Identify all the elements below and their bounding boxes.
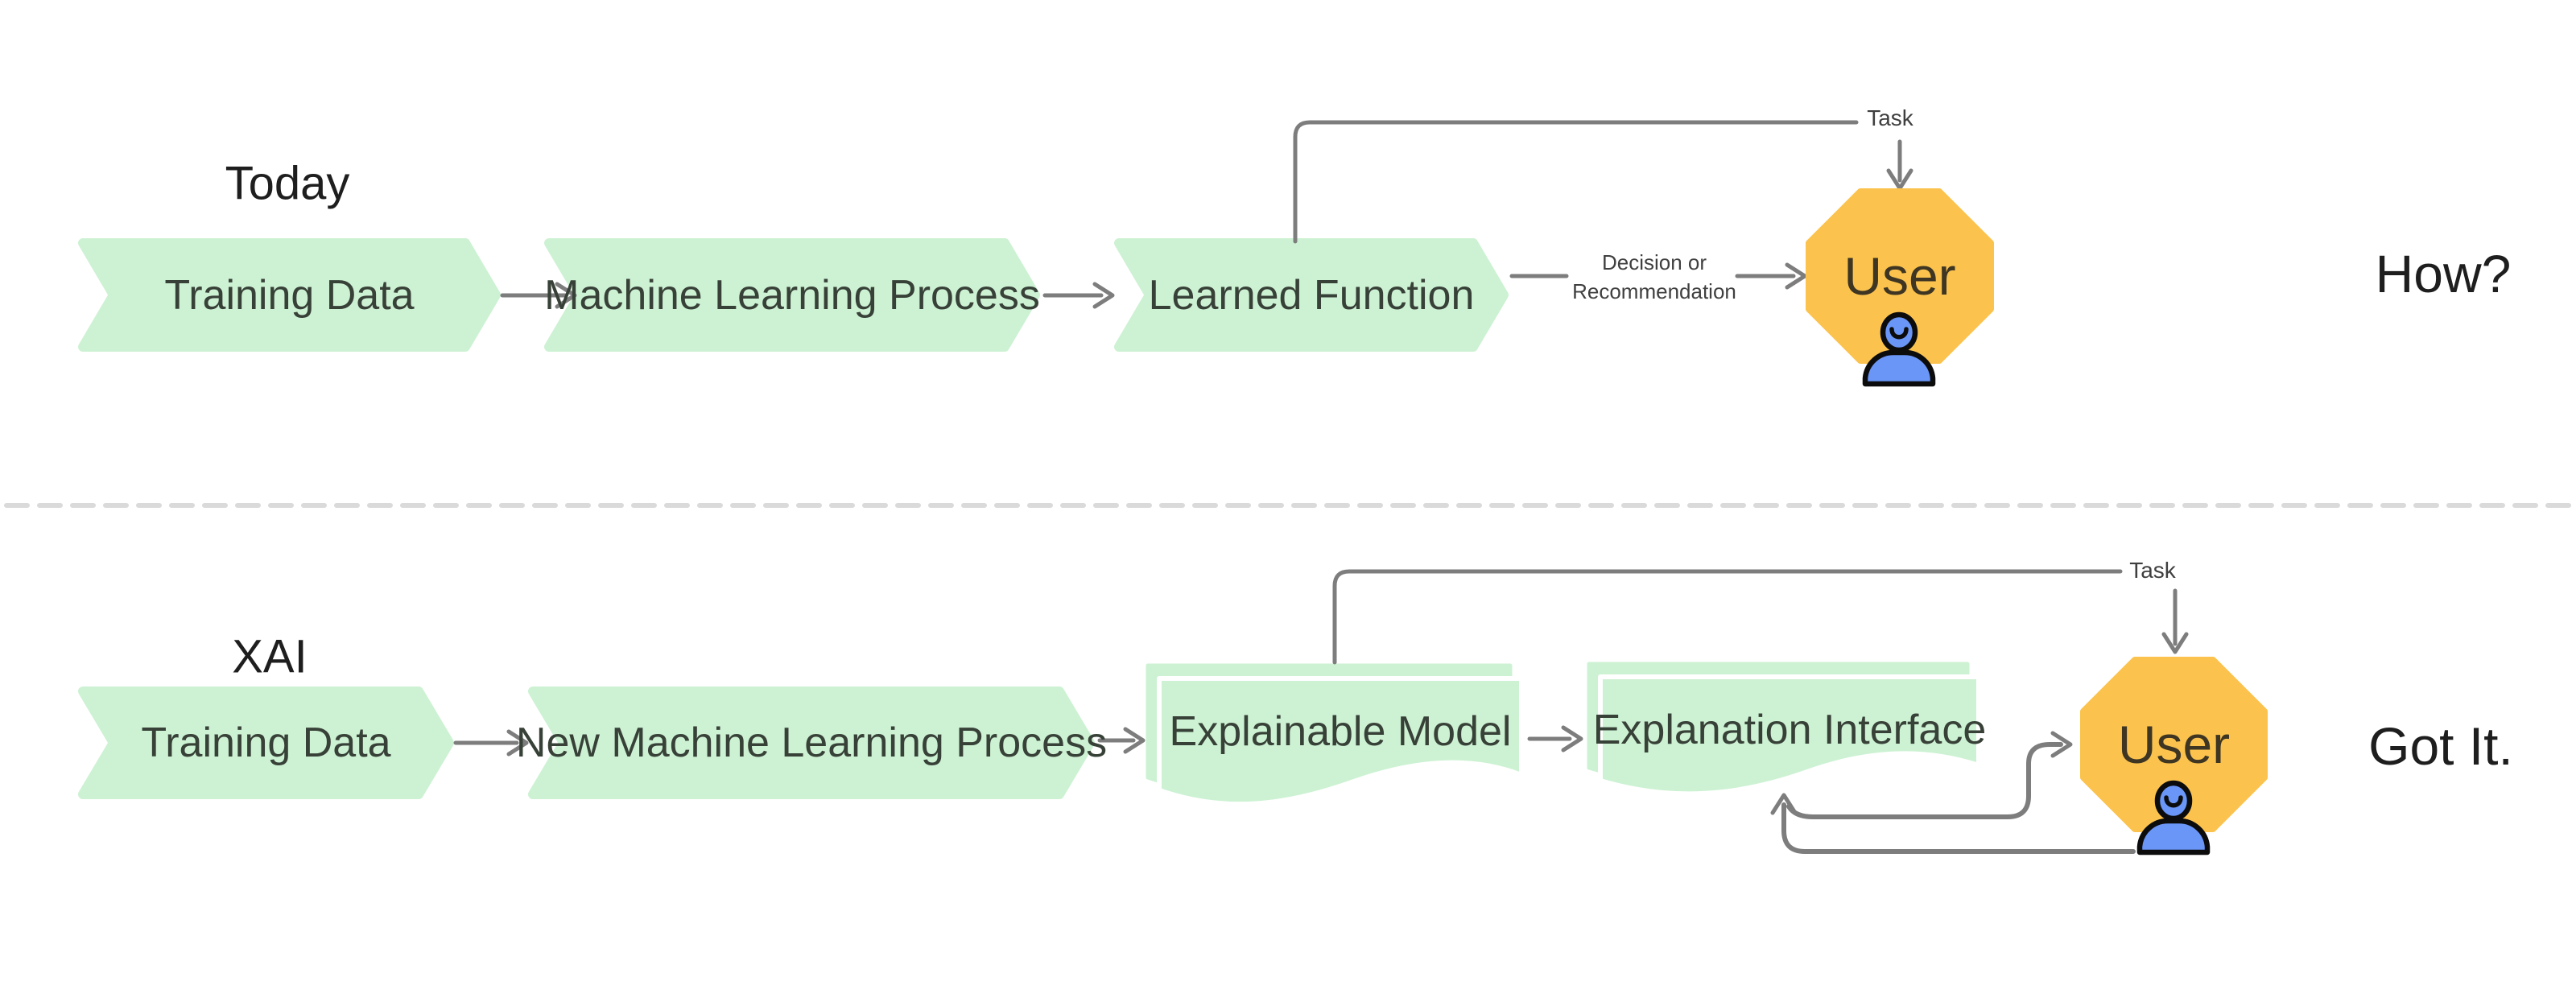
explainable-model-doc-front [1157,676,1524,807]
user-person-icon-top [1862,311,1936,387]
arrowhead-mlprocess-to-learnedfunction [1092,282,1115,309]
person-body-bottom [2136,818,2211,856]
task-arrowhead-bottom [2161,632,2189,654]
arrowhead-newmlprocess-to-explainablemodel [1123,727,1146,754]
caption-got-it: Got It. [2368,716,2513,776]
task-label-top: Task [1867,105,1913,130]
explainable-model-doc [1146,663,1524,807]
user-octagon-top [1806,188,1994,364]
new-ml-process-chevron [528,686,1095,799]
decision-label-line1: Decision or [1601,250,1707,274]
task-line-top [1293,120,1859,244]
training-data-label-bottom: Training Data [141,719,391,766]
arrowhead-trainingdata-to-newmlprocess [506,729,529,757]
decision-recommendation-label: Decision or Recommendation [1550,248,1759,306]
explanation-interface-doc-front [1598,674,1981,797]
explanation-interface-label: Explanation Interface [1592,706,1987,753]
explainable-model-label: Explainable Model [1169,708,1512,755]
learned-function-label: Learned Function [1148,271,1475,319]
person-head-top [1880,311,1918,353]
person-smile-bottom [2164,795,2183,808]
arrowhead-interface-to-user [2050,731,2073,758]
training-data-chevron-top [78,238,501,352]
decision-label-line2: Recommendation [1572,279,1736,303]
person-head-bottom [2154,780,2193,822]
user-person-icon-bottom [2136,780,2211,856]
ml-process-label: Machine Learning Process [544,271,1040,319]
training-data-chevron-bottom [78,686,454,799]
arrowhead-trainingdata-to-mlprocess [555,282,577,309]
task-label-bottom: Task [2129,558,2176,583]
section-label-today: Today [225,157,350,210]
arrowhead-explainablemodel-to-interface [1561,725,1583,752]
training-data-label-top: Training Data [164,271,415,319]
ml-process-chevron [544,238,1040,352]
explanation-interface-doc [1587,662,1981,797]
task-line-bottom [1332,569,2123,665]
user-octagon-bottom [2080,657,2268,832]
arrowhead-decision-to-user [1785,262,1807,290]
new-ml-process-label: New Machine Learning Process [515,719,1108,766]
arrow-interface-to-user [1786,742,2063,819]
section-label-xai: XAI [232,630,308,683]
arrow-user-to-interface [1781,802,2136,854]
person-body-top [1862,349,1936,387]
learned-function-chevron [1114,238,1509,352]
user-label-top: User [1843,246,1956,306]
person-smile-top [1889,327,1909,340]
caption-how: How? [2375,244,2512,303]
user-label-bottom: User [2117,715,2231,774]
